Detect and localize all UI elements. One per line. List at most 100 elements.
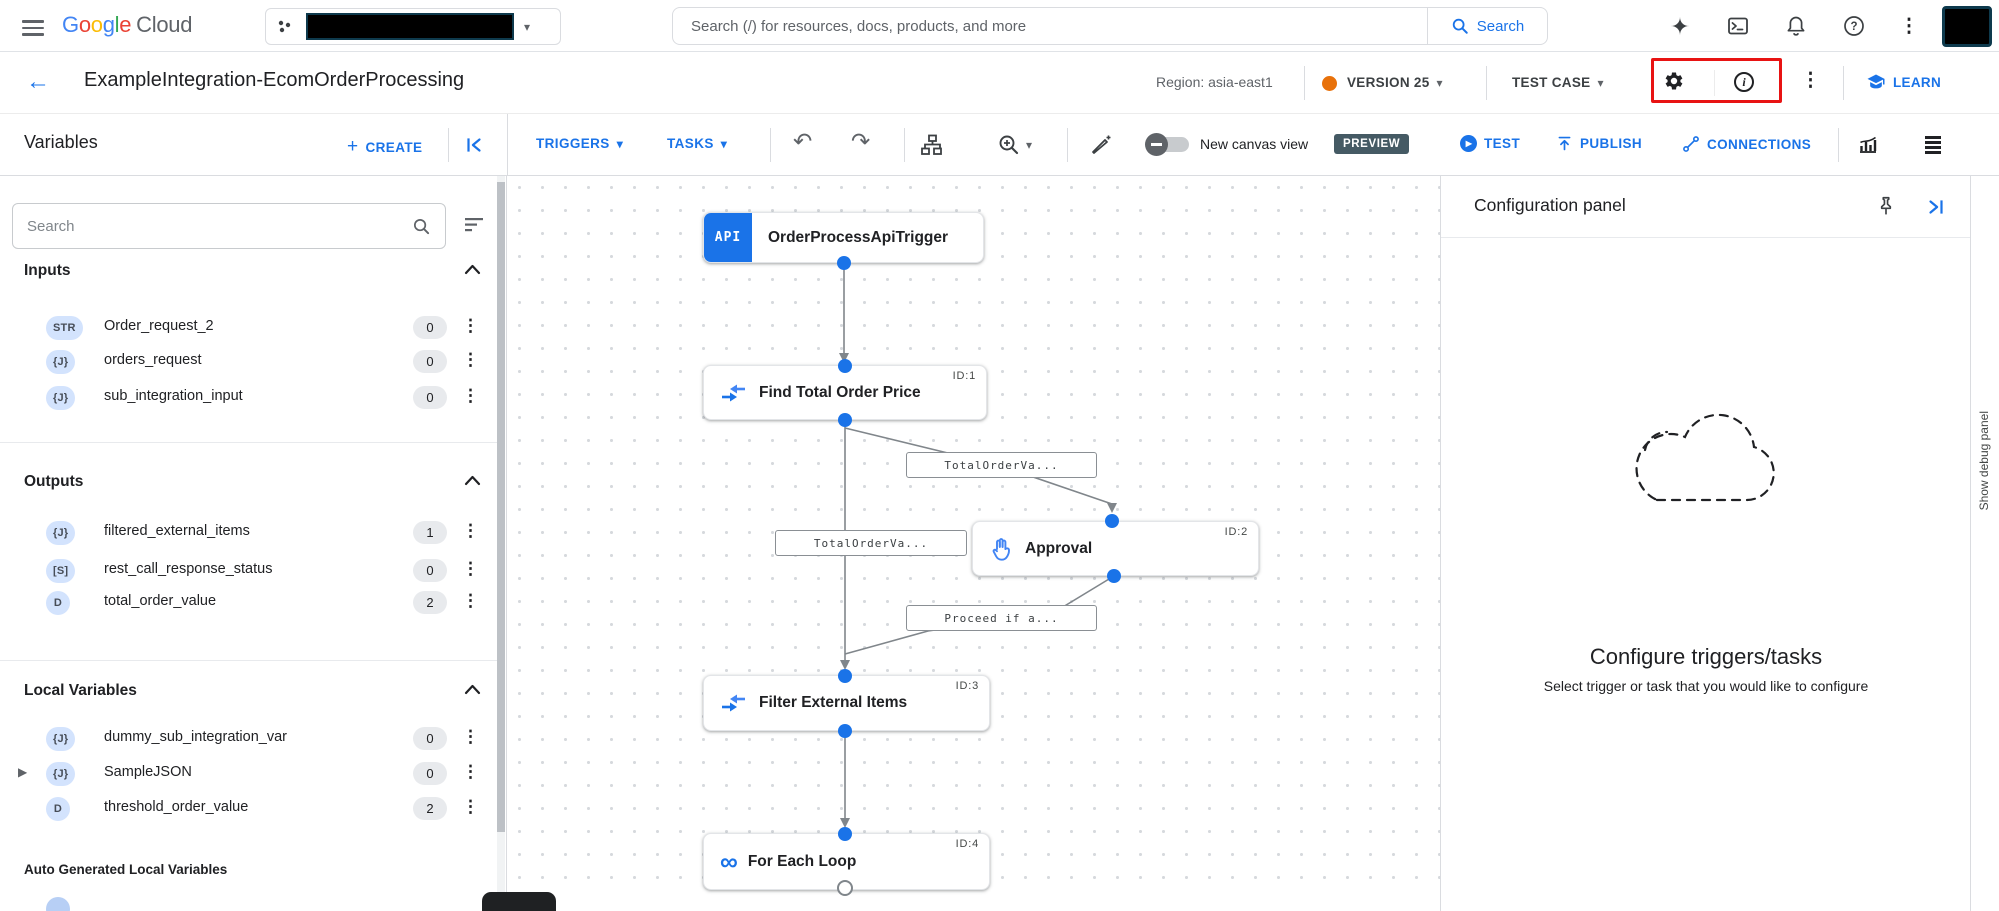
row-menu-icon[interactable]: ⋮ xyxy=(462,316,479,335)
node-order-process-api-trigger[interactable]: API OrderProcessApiTrigger xyxy=(703,212,984,263)
row-menu-icon[interactable]: ⋮ xyxy=(462,797,479,816)
edge-label[interactable]: TotalOrderVa... xyxy=(775,530,967,556)
variable-row[interactable]: D total_order_value 2 ⋮ xyxy=(0,588,498,618)
variables-panel-title: Variables xyxy=(24,132,98,152)
connections-button[interactable]: CONNECTIONS xyxy=(1682,135,1811,153)
zoom-in-icon xyxy=(999,135,1019,155)
empty-state-subtitle: Select trigger or task that you would li… xyxy=(1543,678,1869,694)
row-menu-icon[interactable]: ⋮ xyxy=(462,727,479,746)
node-title: For Each Loop xyxy=(747,852,857,870)
edge-label[interactable]: Proceed if a... xyxy=(906,605,1097,631)
expand-arrow-icon[interactable]: ▶ xyxy=(18,765,28,779)
info-icon-glyph: i xyxy=(1734,72,1754,92)
edge-label[interactable]: TotalOrderVa... xyxy=(906,452,1097,478)
new-canvas-toggle[interactable] xyxy=(1145,133,1189,156)
variable-row[interactable]: [S] rest_call_response_status 0 ⋮ xyxy=(0,556,498,586)
integration-canvas[interactable]: TotalOrderVa... TotalOrderVa... Proceed … xyxy=(508,176,1440,911)
version-dropdown[interactable]: VERSION 25 ▾ xyxy=(1347,75,1443,90)
create-variable-button[interactable]: + CREATE xyxy=(347,136,422,158)
red-highlight-annotation xyxy=(1651,58,1782,103)
canvas-toggle-label: New canvas view xyxy=(1200,136,1309,152)
scrollbar-thumb[interactable] xyxy=(497,182,505,832)
variable-row[interactable]: {J} sub_integration_input 0 ⋮ xyxy=(0,383,498,413)
variable-row[interactable]: ▶ {J} SampleJSON 0 ⋮ xyxy=(0,759,498,789)
node-for-each-loop[interactable]: ID:4 ∞ For Each Loop xyxy=(703,833,990,890)
configuration-panel: Configuration panel Configure triggers/t… xyxy=(1440,176,1971,911)
project-selector[interactable]: ▾ xyxy=(265,8,561,45)
collapse-panel-left-icon[interactable] xyxy=(463,134,485,156)
node-find-total-order-price[interactable]: ID:1 Find Total Order Price xyxy=(703,365,987,420)
show-debug-panel-label[interactable]: Show debug panel xyxy=(1977,411,1991,511)
settings-gear-icon[interactable] xyxy=(1661,69,1687,95)
node-id-label: ID:1 xyxy=(952,370,976,382)
notifications-bell-icon[interactable] xyxy=(1784,14,1808,38)
node-filter-external-items[interactable]: ID:3 Filter External Items xyxy=(703,675,990,731)
variable-row[interactable]: STR Order_request_2 0 ⋮ xyxy=(0,313,498,343)
tasks-dropdown[interactable]: TASKS ▾ xyxy=(667,136,727,151)
variable-row[interactable]: D threshold_order_value 2 ⋮ xyxy=(0,794,498,824)
test-case-dropdown[interactable]: TEST CASE ▾ xyxy=(1512,75,1604,90)
variable-row[interactable]: {J} filtered_external_items 1 ⋮ xyxy=(0,518,498,548)
header-more-vert-icon[interactable]: ⋮ xyxy=(1801,70,1820,91)
variables-search-box xyxy=(12,203,446,249)
node-title: Filter External Items xyxy=(759,694,908,711)
back-arrow-icon[interactable]: ← xyxy=(26,68,50,95)
gemini-sparkle-icon[interactable] xyxy=(1668,14,1692,38)
pin-icon[interactable] xyxy=(1875,195,1897,217)
type-badge: {J} xyxy=(46,521,76,545)
execution-logs-icon[interactable] xyxy=(1922,135,1944,155)
info-icon[interactable]: i xyxy=(1731,69,1757,95)
more-vert-icon[interactable]: ⋮ xyxy=(1899,15,1919,37)
global-search-input[interactable] xyxy=(673,8,1427,44)
test-button[interactable]: ▶ TEST xyxy=(1460,135,1520,152)
test-case-label: TEST CASE xyxy=(1512,75,1591,90)
collapse-panel-right-icon[interactable] xyxy=(1925,196,1947,218)
row-menu-icon[interactable]: ⋮ xyxy=(462,559,479,578)
variable-name: filtered_external_items xyxy=(104,523,250,539)
variables-search-input[interactable] xyxy=(13,217,412,235)
variable-row-partial[interactable] xyxy=(0,894,498,911)
collapse-section-icon[interactable] xyxy=(464,475,481,486)
row-menu-icon[interactable]: ⋮ xyxy=(462,762,479,781)
row-menu-icon[interactable]: ⋮ xyxy=(462,350,479,369)
chevron-down-icon: ▾ xyxy=(1436,75,1443,90)
collapse-section-icon[interactable] xyxy=(464,684,481,695)
svg-text:?: ? xyxy=(1850,21,1857,33)
row-menu-icon[interactable]: ⋮ xyxy=(462,386,479,405)
project-icon xyxy=(278,20,291,32)
undo-icon[interactable]: ↶ xyxy=(793,128,813,154)
menu-icon[interactable] xyxy=(22,16,44,40)
help-icon[interactable]: ? xyxy=(1842,14,1866,38)
zoom-control[interactable]: ▾ xyxy=(997,133,1032,157)
integration-header: ← ExampleIntegration-EcomOrderProcessing… xyxy=(0,52,1999,114)
avatar[interactable] xyxy=(1942,6,1992,47)
chevron-down-icon: ▾ xyxy=(1026,138,1033,152)
collapse-section-icon[interactable] xyxy=(464,264,481,275)
cloud-shell-icon[interactable] xyxy=(1726,14,1750,38)
variable-name: threshold_order_value xyxy=(104,799,249,815)
learn-button[interactable]: LEARN xyxy=(1866,72,1941,92)
metrics-icon[interactable] xyxy=(1856,133,1880,157)
variable-name: SampleJSON xyxy=(104,764,192,780)
loop-icon: ∞ xyxy=(720,847,738,876)
redo-icon[interactable]: ↷ xyxy=(851,128,871,154)
row-menu-icon[interactable]: ⋮ xyxy=(462,591,479,610)
variable-row[interactable]: {J} dummy_sub_integration_var 0 ⋮ xyxy=(0,724,498,754)
type-badge: {J} xyxy=(46,386,76,410)
empty-state-cloud-illustration xyxy=(1635,413,1775,502)
sort-filter-icon[interactable] xyxy=(464,216,484,234)
triggers-dropdown[interactable]: TRIGGERS ▾ xyxy=(536,136,623,151)
usage-count: 0 xyxy=(413,350,447,373)
global-search-button[interactable]: Search xyxy=(1427,8,1547,44)
usage-count: 0 xyxy=(413,762,447,785)
sidebar-scrollbar[interactable] xyxy=(497,176,505,911)
auto-layout-icon[interactable] xyxy=(920,133,944,157)
row-menu-icon[interactable]: ⋮ xyxy=(462,521,479,540)
variable-row[interactable]: {J} orders_request 0 ⋮ xyxy=(0,347,498,377)
magic-edit-icon[interactable] xyxy=(1090,133,1114,157)
variables-sidebar: Inputs STR Order_request_2 0 ⋮ {J} order… xyxy=(0,176,507,911)
version-label: VERSION 25 xyxy=(1347,75,1430,90)
publish-button[interactable]: PUBLISH xyxy=(1556,135,1642,152)
debug-panel-strip[interactable]: Show debug panel xyxy=(1970,176,1999,911)
node-approval[interactable]: ID:2 Approval xyxy=(972,521,1259,576)
